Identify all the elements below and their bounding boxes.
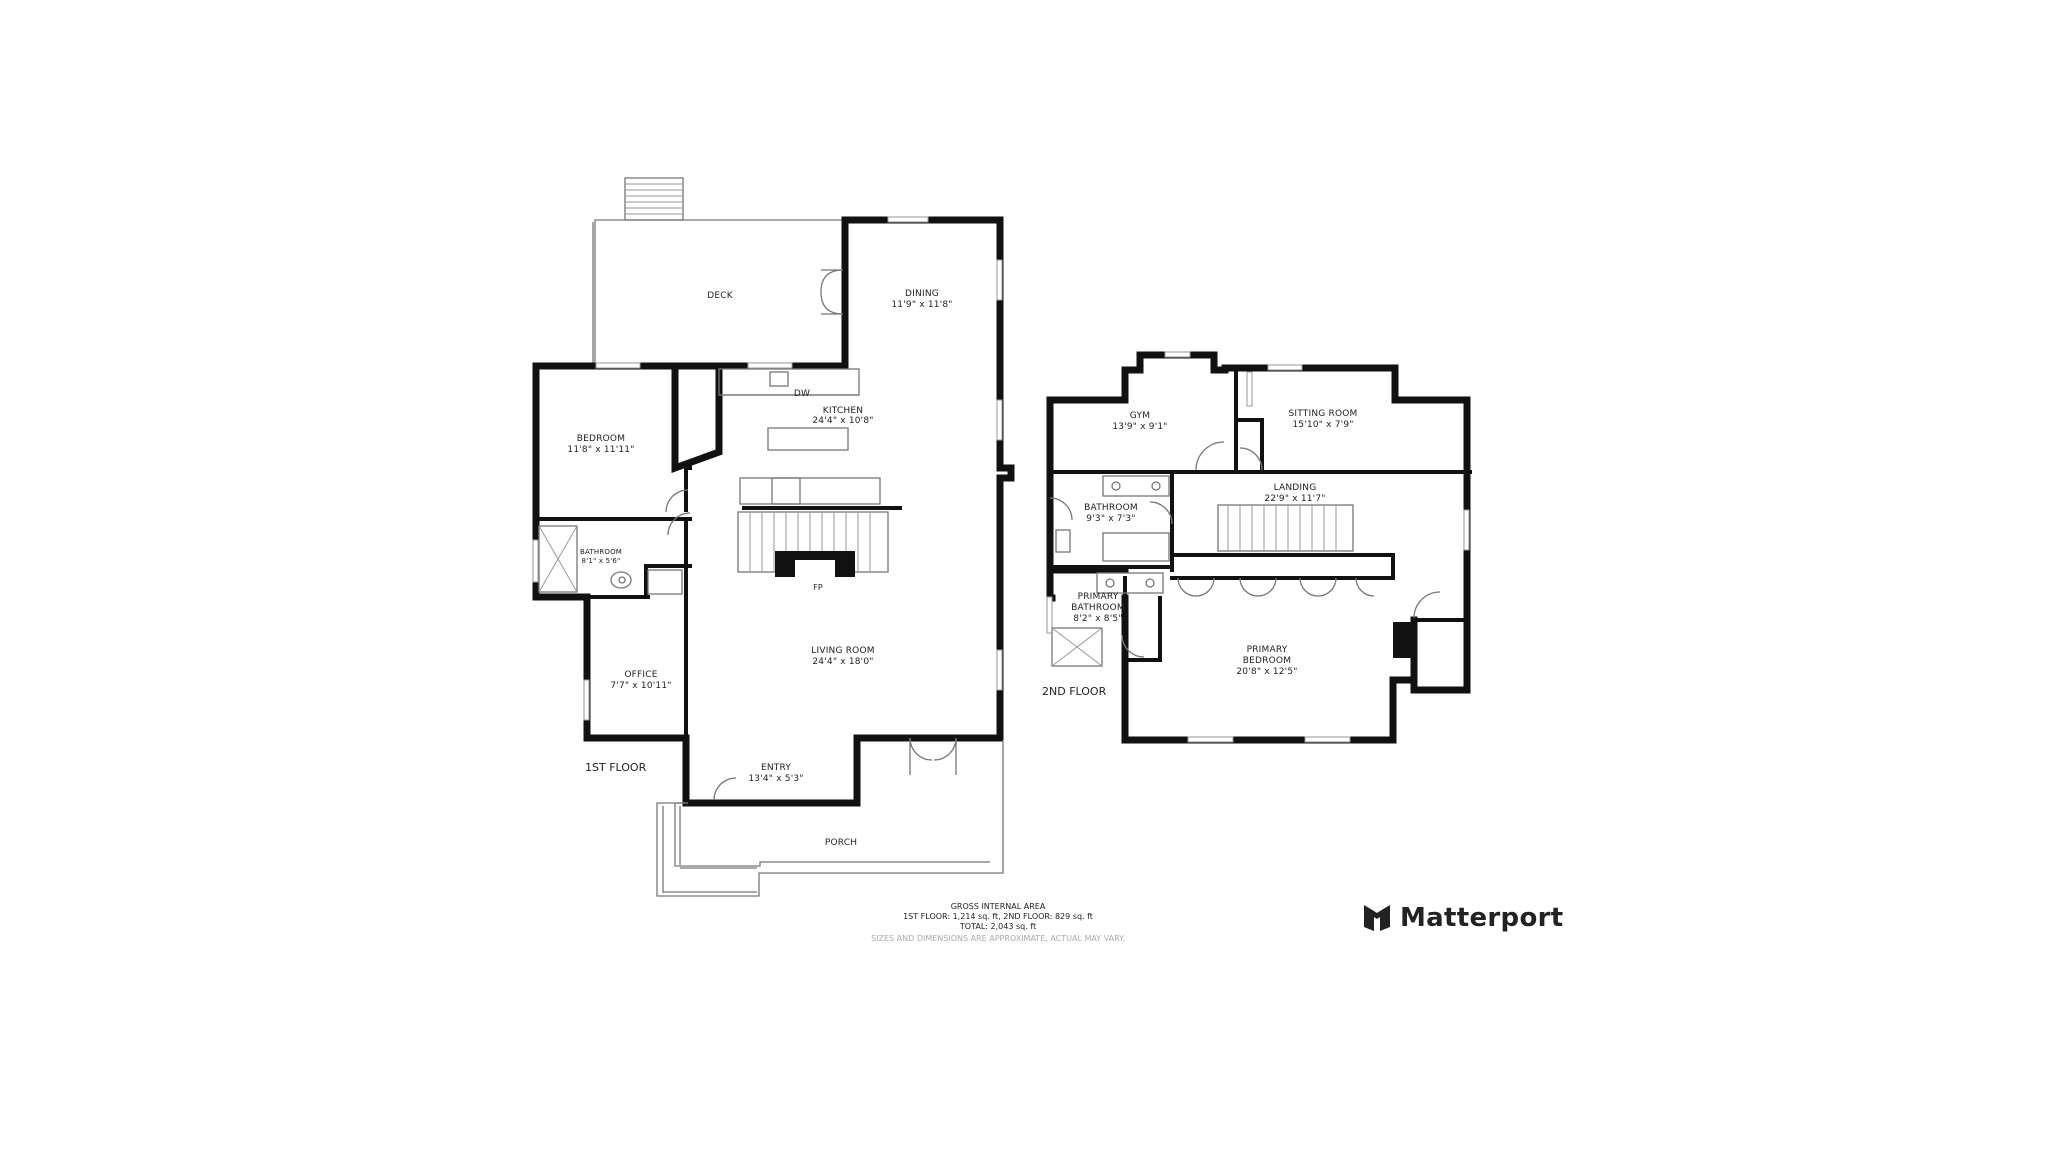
- deck-outline: [594, 219, 843, 366]
- room-dims-gym: 13'9" x 9'1": [1112, 422, 1167, 432]
- room-dims-entry: 13'4" x 5'3": [748, 774, 803, 784]
- room-dims-dining: 11'9" x 11'8": [891, 300, 952, 310]
- room-name-primary-bed-2: BEDROOM: [1243, 656, 1291, 666]
- room-name-porch: PORCH: [825, 838, 857, 848]
- matterport-logo-icon: [1364, 905, 1390, 931]
- room-dims-sitting: 15'10" x 7'9": [1292, 420, 1353, 430]
- second-floor-plan: GYM 13'9" x 9'1" SITTING ROOM 15'10" x 7…: [1042, 351, 1472, 744]
- room-name-primary-bed-1: PRIMARY: [1247, 645, 1288, 655]
- floor-label-first: 1ST FLOOR: [585, 761, 647, 774]
- room-name-sitting: SITTING ROOM: [1288, 409, 1357, 419]
- room-name-bathroom-2: BATHROOM: [1084, 503, 1138, 513]
- fixture-dw: DW: [794, 389, 810, 399]
- room-dims-primary-bed: 20'8" x 12'5": [1236, 667, 1297, 677]
- room-dims-bathroom-1: 8'1" x 5'6": [582, 557, 621, 565]
- chimney-block: [1393, 622, 1413, 658]
- room-name-gym: GYM: [1130, 411, 1150, 421]
- fixture-fp: FP: [813, 583, 823, 592]
- first-floor-plan: DECK DINING 11'9" x 11'8" KITCHEN 24'4" …: [532, 177, 1015, 897]
- room-name-bathroom-1: BATHROOM: [580, 548, 622, 556]
- porch-outline: [656, 740, 1004, 897]
- room-name-bedroom: BEDROOM: [577, 434, 625, 444]
- area-title: GROSS INTERNAL AREA: [951, 902, 1046, 911]
- room-dims-primary-bath: 8'2" x 8'5": [1073, 614, 1122, 624]
- room-dims-bedroom: 11'8" x 11'11": [567, 445, 634, 455]
- brand-name: Matterport: [1400, 903, 1564, 933]
- room-name-primary-bath-1: PRIMARY: [1078, 592, 1119, 602]
- area-line-2: TOTAL: 2,043 sq. ft: [959, 922, 1036, 931]
- deck-stairs: [624, 177, 684, 221]
- room-name-deck: DECK: [707, 291, 734, 301]
- area-line-1: 1ST FLOOR: 1,214 sq. ft, 2ND FLOOR: 829 …: [903, 912, 1093, 921]
- matterport-brand: Matterport: [1362, 903, 1563, 933]
- room-name-living: LIVING ROOM: [811, 646, 874, 656]
- room-name-dining: DINING: [905, 289, 939, 299]
- room-dims-landing: 22'9" x 11'7": [1264, 494, 1325, 504]
- room-name-landing: LANDING: [1274, 483, 1317, 493]
- room-dims-bathroom-2: 9'3" x 7'3": [1086, 514, 1135, 524]
- room-dims-living: 24'4" x 18'0": [812, 657, 873, 667]
- room-name-office: OFFICE: [624, 670, 657, 680]
- area-summary: GROSS INTERNAL AREA 1ST FLOOR: 1,214 sq.…: [871, 902, 1125, 943]
- room-name-kitchen: KITCHEN: [823, 406, 863, 416]
- room-name-entry: ENTRY: [761, 763, 791, 773]
- room-dims-kitchen: 24'4" x 10'8": [812, 416, 873, 426]
- first-floor-exterior-wall: [682, 216, 1015, 807]
- area-disclaimer: SIZES AND DIMENSIONS ARE APPROXIMATE, AC…: [871, 934, 1125, 943]
- floor-label-second: 2ND FLOOR: [1042, 685, 1107, 698]
- room-dims-office: 7'7" x 10'11": [610, 681, 671, 691]
- second-floor-stairs: [1217, 504, 1354, 552]
- room-name-primary-bath-2: BATHROOM: [1071, 603, 1125, 613]
